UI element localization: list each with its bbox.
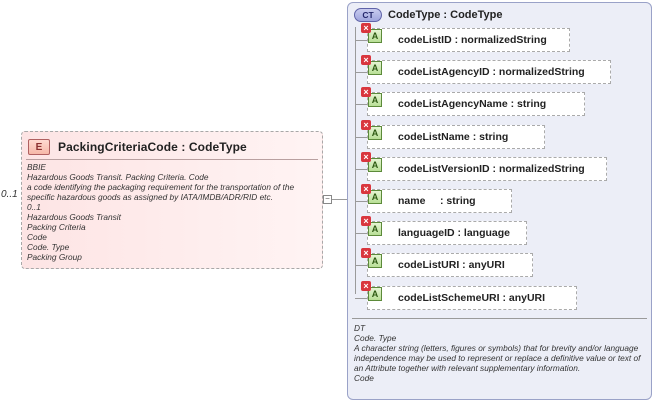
attribute-row[interactable]: A× languageID : language: [361, 216, 527, 246]
attribute-branch-line: [355, 265, 369, 267]
attribute-branch-line: [355, 233, 369, 235]
attribute-row[interactable]: A× codeListAgencyName : string: [361, 87, 585, 117]
attribute-badge: A×: [361, 216, 384, 239]
remove-marker-icon: ×: [361, 248, 371, 259]
attribute-row[interactable]: A× name : string: [361, 184, 512, 213]
attribute-badge: A×: [361, 23, 384, 46]
attribute-branch-line: [355, 136, 369, 138]
attribute-tree-line: [355, 27, 356, 294]
element-divider: [26, 159, 318, 160]
attribute-row[interactable]: A× codeListSchemeURI : anyURI: [361, 280, 577, 310]
attribute-row[interactable]: A× codeListName : string: [361, 119, 545, 149]
remove-marker-icon: ×: [361, 119, 371, 130]
remove-marker-icon: ×: [361, 23, 371, 33]
attribute-icon: A: [368, 29, 382, 43]
element-multiplicity: 0..1: [1, 189, 18, 200]
attribute-icon: A: [368, 222, 382, 237]
attribute-label: name : string: [398, 195, 476, 207]
remove-marker-icon: ×: [361, 216, 371, 227]
attribute-badge: A×: [361, 55, 384, 78]
attribute-label: codeListURI : anyURI: [398, 259, 505, 272]
element-badge-icon: E: [28, 139, 50, 155]
attribute-badge: A×: [361, 151, 384, 175]
attribute-row[interactable]: A× codeListVersionID : normalizedString: [361, 151, 607, 181]
remove-marker-icon: ×: [361, 184, 371, 194]
complex-type-description-line: DT: [354, 323, 366, 333]
element-description-line: Hazardous Goods Transit: [27, 212, 121, 222]
complex-type-description-line: Code. Type: [354, 333, 397, 343]
remove-marker-icon: ×: [361, 151, 371, 162]
remove-marker-icon: ×: [361, 55, 371, 66]
attribute-badge: A×: [361, 184, 384, 207]
attribute-row[interactable]: A× codeListAgencyID : normalizedString: [361, 55, 611, 85]
attribute-label: codeListName : string: [398, 130, 509, 143]
remove-marker-icon: ×: [361, 280, 371, 291]
attribute-icon: A: [368, 93, 382, 108]
attribute-branch-line: [355, 72, 369, 74]
element-description-line: Packing Group: [27, 252, 82, 262]
attribute-label: codeListAgencyID : normalizedString: [398, 66, 585, 79]
element-description-line: a code identifying the packaging require…: [27, 182, 295, 192]
attribute-icon: A: [368, 157, 382, 172]
element-description-line: 0..1: [27, 202, 41, 212]
attribute-label: codeListAgencyName : string: [398, 98, 547, 111]
connector-line: [332, 199, 347, 200]
attribute-row[interactable]: A× codeListURI : anyURI: [361, 248, 533, 278]
attribute-label: languageID : language: [398, 227, 511, 240]
attribute-branch-line: [355, 201, 369, 202]
attribute-branch-line: [355, 104, 369, 106]
remove-marker-icon: ×: [361, 87, 371, 98]
element-header: E PackingCriteriaCode : CodeType: [28, 138, 247, 156]
attribute-icon: A: [368, 61, 382, 76]
attribute-label: codeListID : normalizedString: [398, 34, 547, 46]
element-description-line: Code: [27, 232, 47, 242]
complex-type-description-line: Code: [354, 373, 374, 383]
element-description-line: Packing Criteria: [27, 222, 86, 232]
attribute-badge: A×: [361, 248, 384, 271]
attribute-badge: A×: [361, 280, 384, 304]
element-description: BBIE Hazardous Goods Transit. Packing Cr…: [27, 162, 294, 262]
complex-type-badge-icon: CT: [354, 8, 382, 22]
attribute-badge: A×: [361, 119, 384, 143]
attribute-label: codeListSchemeURI : anyURI: [398, 291, 546, 304]
element-description-line: BBIE: [27, 162, 46, 172]
attribute-row[interactable]: A× codeListID : normalizedString: [361, 23, 570, 52]
element-description-line: Hazardous Goods Transit. Packing Criteri…: [27, 172, 209, 182]
attribute-branch-line: [355, 168, 369, 170]
element-description-line: Code. Type: [27, 242, 70, 252]
attribute-branch-line: [355, 297, 369, 299]
complex-type-description: DT Code. Type A character string (letter…: [354, 323, 648, 383]
complex-type-header: CT CodeType : CodeType: [354, 8, 503, 22]
element-box[interactable]: E PackingCriteriaCode : CodeType BBIE Ha…: [21, 131, 323, 269]
element-description-line: specific hazardous goods as assigned by …: [27, 192, 273, 202]
attribute-badge: A×: [361, 87, 384, 110]
attribute-branch-line: [355, 40, 369, 41]
attribute-label: codeListVersionID : normalizedString: [398, 162, 585, 175]
collapse-toggle-icon[interactable]: −: [323, 195, 332, 204]
attribute-icon: A: [368, 125, 382, 140]
complex-type-title: CodeType : CodeType: [388, 9, 503, 21]
complex-type-description-line: A character string (letters, figures or …: [354, 343, 641, 373]
attribute-icon: A: [368, 190, 382, 204]
attribute-icon: A: [368, 286, 382, 301]
attribute-icon: A: [368, 254, 382, 269]
element-title: PackingCriteriaCode : CodeType: [58, 140, 247, 154]
complex-type-divider: [352, 318, 647, 319]
